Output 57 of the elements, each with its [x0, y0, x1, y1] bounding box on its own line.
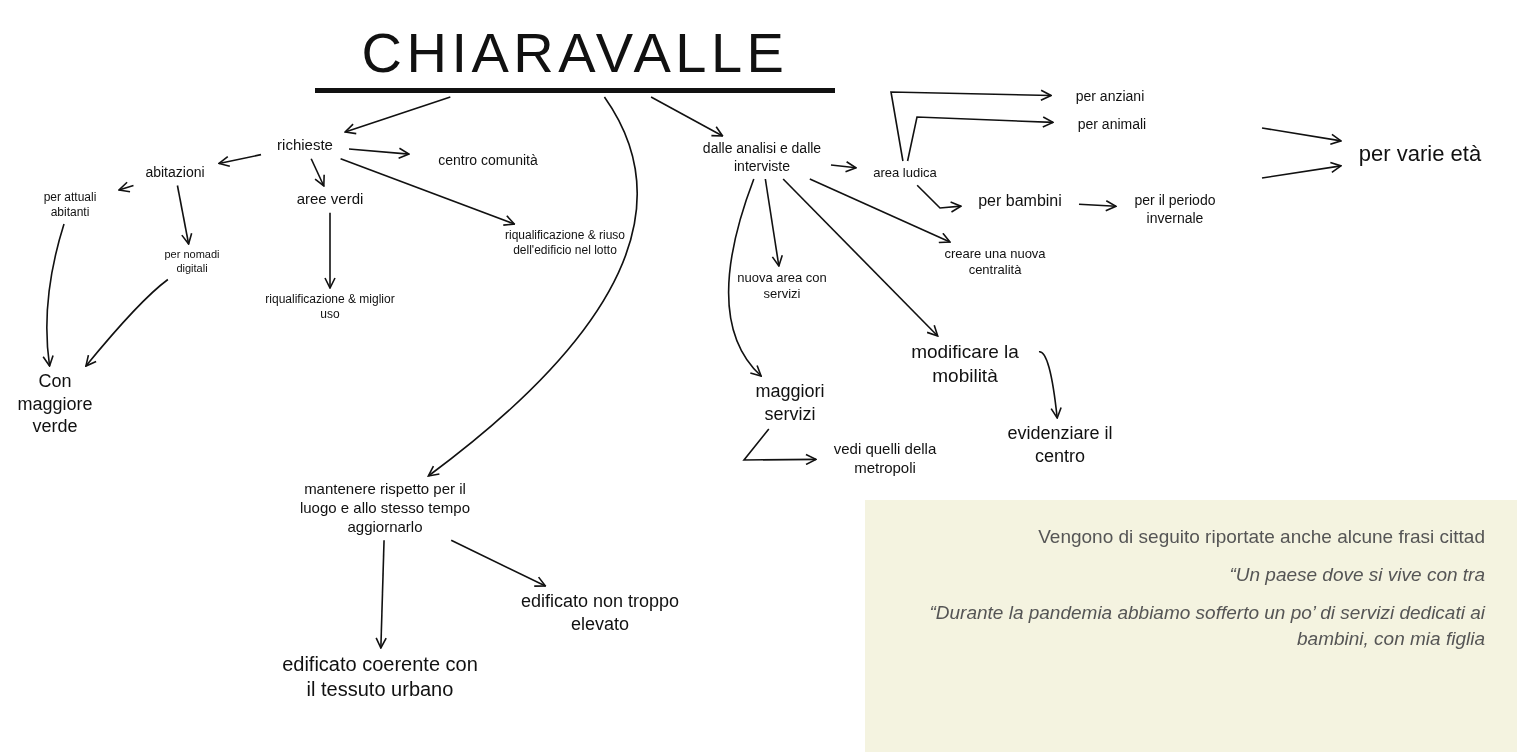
arrow [764, 178, 784, 267]
title-node: CHIARAVALLE [315, 18, 835, 93]
intro-paragraph: Vengono di seguito riportate anche alcune frasi cittad [1037, 525, 1485, 549]
arrow [42, 223, 65, 367]
arrow [650, 96, 724, 137]
concept-label: richieste [265, 136, 345, 155]
arrow [118, 181, 135, 193]
arrow [324, 211, 336, 289]
concept-label: per anziani [1055, 88, 1165, 106]
concept-label: Con maggiore verde [5, 370, 105, 438]
concept-label: per bambini [965, 191, 1075, 211]
concept-label: per attuali abitanti [25, 190, 115, 220]
concept-label: riqualificazione & miglior uso [265, 292, 395, 322]
concept-label: area ludica [860, 165, 950, 182]
concept-label: aree verdi [275, 190, 385, 209]
arrow [906, 116, 1054, 162]
arrow [1078, 199, 1117, 212]
arrow [85, 278, 169, 367]
arrow [890, 89, 1052, 162]
quote-text: “Durante la pandemia abbiamo sofferto un po’ di servizi dedicati ai bambini, con mia figlia [928, 601, 1485, 652]
quote-text: “Un paese dove si vive con tra [1228, 563, 1485, 588]
arrow [830, 160, 857, 173]
concept-label: centro comunità [413, 152, 563, 170]
arrow [344, 96, 452, 135]
concept-label: modificare la mobilità [895, 340, 1035, 388]
arrow [427, 96, 638, 477]
concept-label: dalle analisi e dalle interviste [697, 140, 827, 175]
arrow [450, 539, 547, 587]
arrow [310, 157, 325, 187]
concept-label: per varie età [1345, 140, 1495, 168]
concept-label: riqualificazione & riuso dell'edificio nel lotto [490, 228, 640, 258]
arrow [1261, 161, 1342, 179]
arrow [809, 178, 951, 244]
concept-label: mantenere rispetto per il luogo e allo stesso tempo aggiornarlo [290, 480, 480, 537]
arrow [218, 153, 262, 168]
concept-label: edificato coerente con il tessuto urbano [280, 652, 480, 702]
concept-label: creare una nuova centralità [925, 246, 1065, 279]
arrow [727, 178, 762, 377]
concept-label: vedi quelli della metropoli [820, 440, 950, 478]
arrow [375, 539, 387, 649]
concept-label: evidenziare il centro [1000, 422, 1120, 467]
quote-panel [865, 500, 1517, 752]
concept-label: per nomadi digitali [152, 248, 232, 276]
arrow [782, 178, 939, 337]
concept-label: per animali [1057, 116, 1167, 134]
concept-label: nuova area con servizi [732, 270, 832, 303]
concept-label: abitazioni [135, 164, 215, 182]
arrow [1038, 350, 1062, 419]
arrow [339, 157, 516, 226]
concept-label: edificato non troppo elevato [495, 590, 705, 635]
arrow [916, 184, 962, 213]
arrow [176, 184, 193, 245]
arrow [348, 147, 410, 160]
concept-label: per il periodo invernale [1120, 192, 1230, 227]
arrow [1261, 127, 1342, 145]
arrow [742, 428, 817, 466]
concept-label: maggiori servizi [735, 380, 845, 425]
